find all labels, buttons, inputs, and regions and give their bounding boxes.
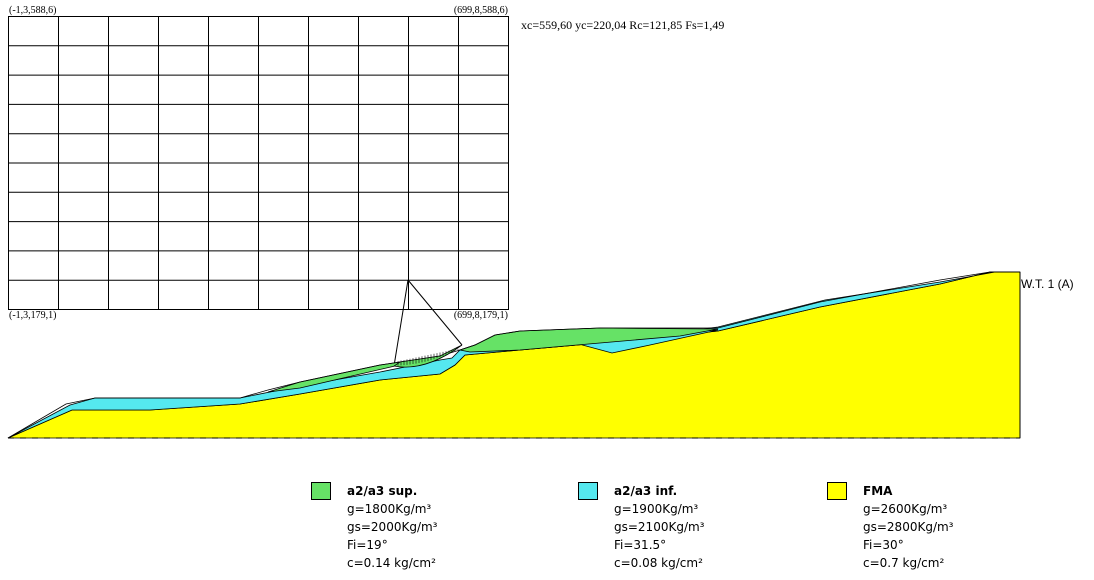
legend-swatch-sup bbox=[311, 482, 331, 500]
ground-surface-line bbox=[7, 271, 1020, 439]
grid-corner-bottom-left: (-1,3,179,1) bbox=[9, 310, 57, 321]
slip-surface bbox=[392, 344, 463, 368]
center-search-grid bbox=[8, 16, 509, 310]
legend-fi-inf: Fi=31.5° bbox=[614, 538, 667, 552]
water-table-label: W.T. 1 (A) bbox=[1021, 277, 1074, 291]
legend-fi-sup: Fi=19° bbox=[347, 538, 388, 552]
legend-c-fma: c=0.7 kg/cm² bbox=[863, 556, 945, 570]
legend-gs-inf: gs=2100Kg/m³ bbox=[614, 520, 705, 534]
grid-corner-top-left: (-1,3,588,6) bbox=[9, 5, 57, 16]
legend-gs-sup: gs=2000Kg/m³ bbox=[347, 520, 438, 534]
legend-g-inf: g=1900Kg/m³ bbox=[614, 502, 699, 516]
legend-fi-fma: Fi=30° bbox=[863, 538, 904, 552]
legend-c-sup: c=0.14 kg/cm² bbox=[347, 556, 436, 570]
grid-corner-top-right: (699,8,588,6) bbox=[454, 5, 508, 16]
legend-gs-fma: gs=2800Kg/m³ bbox=[863, 520, 954, 534]
legend-swatch-inf bbox=[578, 482, 598, 500]
result-text: xc=559,60 yc=220,04 Rc=121,85 Fs=1,49 bbox=[521, 18, 724, 32]
legend-swatch-fma bbox=[827, 482, 847, 500]
grid-corner-bottom-right: (699,8,179,1) bbox=[454, 310, 508, 321]
legend-g-sup: g=1800Kg/m³ bbox=[347, 502, 432, 516]
legend-name-fma: FMA bbox=[863, 484, 893, 498]
legend-c-inf: c=0.08 kg/cm² bbox=[614, 556, 703, 570]
legend-g-fma: g=2600Kg/m³ bbox=[863, 502, 948, 516]
critical-center-lines bbox=[393, 279, 463, 367]
legend-name-sup: a2/a3 sup. bbox=[347, 484, 418, 498]
legend-name-inf: a2/a3 inf. bbox=[614, 484, 678, 498]
